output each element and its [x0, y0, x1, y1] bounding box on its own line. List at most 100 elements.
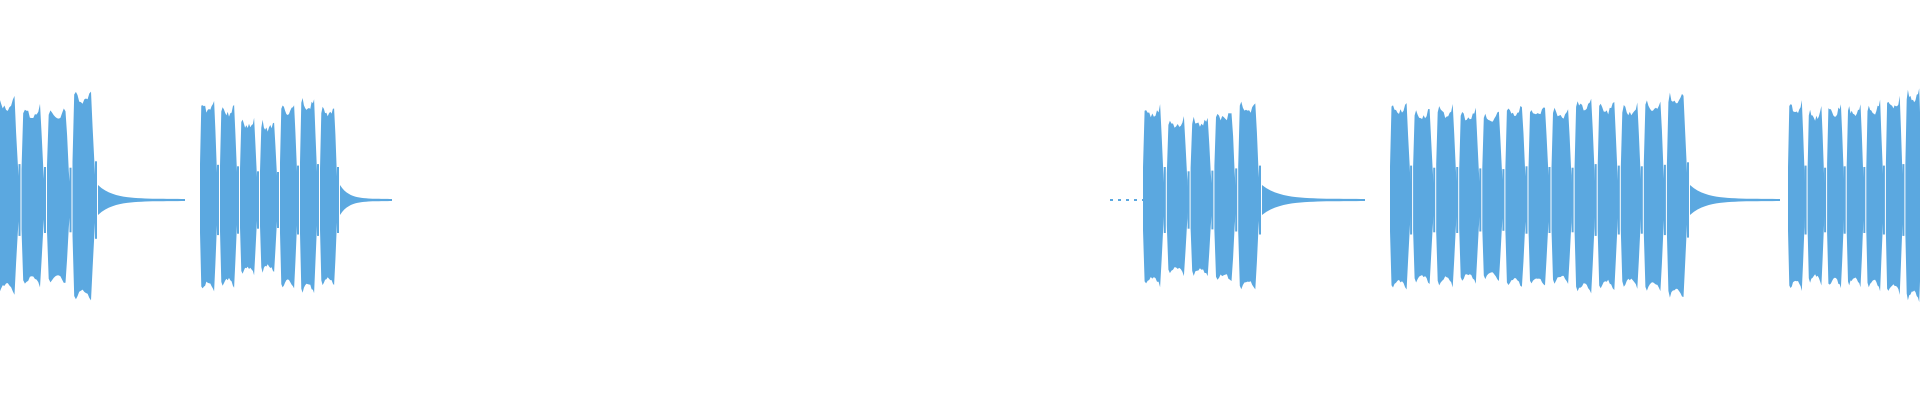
waveform-pulse-gap	[95, 161, 97, 239]
waveform-pulse-gap	[1235, 168, 1238, 232]
waveform-burst	[1390, 92, 1780, 298]
waveform-pulse	[1528, 107, 1550, 286]
waveform-layer	[0, 88, 1920, 303]
waveform-pulse-gap	[1187, 171, 1190, 229]
waveform-pulse-gap	[69, 167, 72, 233]
waveform-pulse	[240, 117, 258, 276]
waveform-pulse-gap	[1687, 162, 1689, 238]
waveform-noise-dot	[1142, 199, 1145, 201]
waveform-pulse-gap	[1456, 167, 1459, 233]
waveform-pulse	[1190, 116, 1213, 277]
waveform-pulse-gap	[317, 164, 319, 236]
waveform-burst	[1110, 101, 1365, 290]
waveform-noise-dot	[132, 199, 136, 201]
waveform-pulse	[1666, 92, 1688, 298]
waveform-pulse	[1885, 95, 1904, 295]
waveform-noise-dot	[360, 199, 364, 201]
waveform-noise-dot	[1126, 199, 1129, 201]
waveform-pulse	[1459, 107, 1481, 284]
waveform-pulse	[260, 119, 278, 273]
waveform-noise-dot	[1331, 199, 1335, 201]
waveform-pulse	[1846, 104, 1865, 288]
waveform-pulse-gap	[1211, 170, 1214, 230]
waveform-noise-dot	[174, 199, 178, 201]
waveform-pulse	[1413, 109, 1435, 284]
waveform-noise-dot	[1118, 199, 1121, 201]
waveform-pulse	[200, 101, 218, 292]
waveform-pulse-gap	[1663, 164, 1666, 236]
waveform-pulse-gap	[1863, 167, 1866, 233]
waveform-noise-dot	[1310, 199, 1314, 201]
waveform-pulse-gap	[297, 165, 299, 235]
waveform-noise-dot	[367, 199, 371, 201]
waveform-pulse	[280, 105, 298, 289]
waveform-pulse	[1643, 100, 1665, 292]
waveform-pulse-gap	[1640, 166, 1643, 234]
waveform-pulse-gap	[217, 164, 219, 236]
waveform-pulse-gap	[1571, 167, 1574, 233]
waveform-pulse-gap	[1902, 164, 1905, 236]
waveform-noise-dot	[1352, 199, 1356, 201]
waveform-noise-dot	[1747, 199, 1750, 201]
waveform-pulse-gap	[1824, 167, 1827, 233]
waveform-noise-dot	[388, 199, 392, 201]
waveform-pulse	[72, 91, 96, 301]
waveform-pulse	[1143, 104, 1165, 288]
waveform-pulse	[1238, 101, 1260, 290]
waveform-noise-dot	[1726, 199, 1729, 201]
waveform-noise-dot	[167, 199, 171, 201]
waveform-noise-dot	[1303, 199, 1307, 201]
waveform-pulse-gap	[1804, 165, 1807, 235]
waveform-burst	[1788, 88, 1920, 303]
waveform-noise-dot	[1740, 199, 1743, 201]
waveform-noise-dot	[1317, 199, 1321, 201]
waveform-pulse	[1807, 106, 1826, 286]
waveform-decay-tail	[1262, 185, 1365, 215]
waveform-noise-dot	[1761, 199, 1764, 201]
waveform-pulse-gap	[44, 167, 46, 233]
waveform-noise-dot	[1338, 199, 1342, 201]
waveform-pulse	[1574, 98, 1596, 294]
waveform-noise-dot	[1754, 199, 1757, 201]
waveform-pulse	[320, 106, 338, 286]
waveform-noise-dot	[1733, 199, 1736, 201]
waveform-pulse	[1620, 102, 1642, 289]
waveform-pulse-gap	[1433, 167, 1436, 233]
waveform-noise-dot	[1359, 199, 1363, 201]
waveform-pulse	[21, 103, 45, 288]
waveform-pulse-gap	[1594, 164, 1597, 236]
waveform-noise-dot	[1110, 199, 1113, 201]
waveform-pulse	[1436, 104, 1458, 288]
waveform-noise-dot	[1324, 199, 1328, 201]
waveform-noise-dot	[181, 199, 185, 201]
waveform-noise-dot	[1768, 199, 1771, 201]
waveform-noise-dot	[146, 199, 150, 201]
waveform-pulse	[1214, 113, 1237, 282]
waveform-noise-dot	[1134, 199, 1137, 201]
waveform-pulse	[1482, 111, 1504, 281]
waveform-pulse	[1827, 104, 1845, 289]
waveform-pulse	[0, 95, 20, 295]
waveform-pulse-gap	[1410, 165, 1413, 235]
waveform-noise-dot	[153, 199, 157, 201]
waveform-pulse-gap	[1502, 169, 1505, 231]
waveform-burst	[200, 98, 392, 294]
waveform-noise-dot	[160, 199, 164, 201]
waveform-pulse-gap	[257, 171, 259, 229]
waveform-pulse-gap	[277, 172, 279, 228]
waveform-pulse-gap	[237, 166, 239, 234]
waveform-burst	[0, 91, 185, 301]
waveform-pulse	[1551, 107, 1573, 284]
waveform-pulse	[1597, 102, 1619, 290]
waveform-pulse	[220, 104, 238, 288]
waveform-pulse	[300, 98, 318, 294]
waveform-noise-dot	[1345, 199, 1349, 201]
waveform-pulse-gap	[1479, 168, 1482, 232]
waveform-decay-tail	[340, 185, 392, 215]
waveform-pulse	[1505, 106, 1527, 287]
waveform-pulse-gap	[1882, 165, 1885, 235]
waveform-pulse	[47, 108, 71, 283]
waveform-pulse-gap	[18, 164, 21, 236]
waveform-pulse-gap	[1163, 167, 1166, 233]
